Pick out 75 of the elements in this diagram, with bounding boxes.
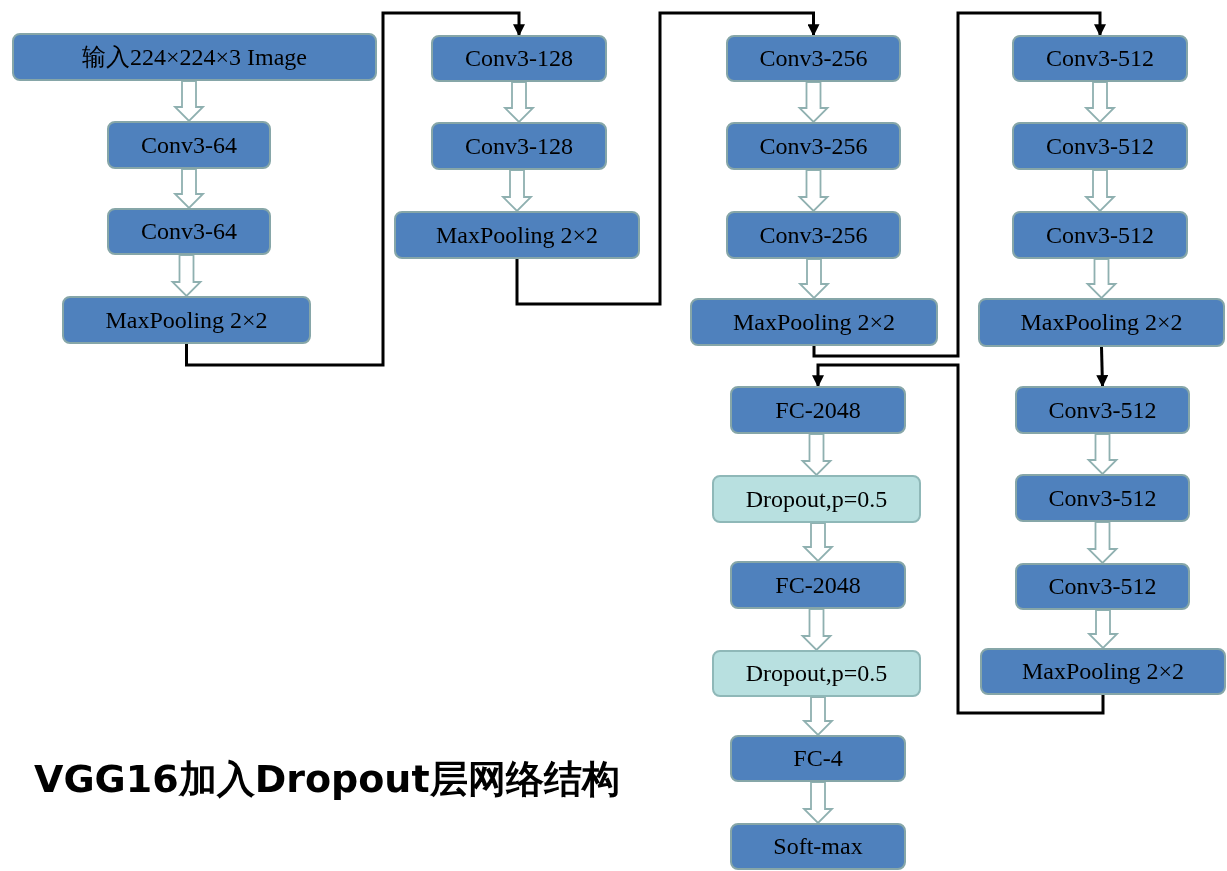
layer-box	[980, 648, 1226, 695]
layer-label: Soft-max	[773, 833, 863, 860]
hollow-arrow	[797, 258, 831, 300]
layer-label: Conv3-512	[1046, 132, 1154, 160]
hollow-arrow	[800, 608, 833, 652]
layer-box	[712, 475, 921, 523]
layer-label: MaxPooling 2×2	[435, 221, 599, 249]
layer-label: Conv3-128	[465, 45, 573, 72]
layer-label: MaxPooling 2×2	[1020, 309, 1183, 336]
hollow-arrow	[500, 169, 534, 213]
layer-box	[431, 122, 607, 170]
connector-arrow	[515, 11, 820, 306]
layer-box	[1012, 35, 1188, 82]
layer-label: Conv3-512	[1046, 45, 1154, 72]
layer-label: Conv3-256	[759, 132, 868, 160]
layer-label: Conv3-128	[465, 132, 573, 160]
layer-box	[107, 208, 271, 255]
connector-arrow	[812, 11, 1106, 358]
layer-label: MaxPooling 2×2	[732, 308, 896, 336]
layer-box	[1015, 563, 1190, 610]
hollow-arrow	[172, 80, 206, 123]
hollow-arrow	[1085, 258, 1118, 300]
hollow-arrow	[800, 433, 833, 477]
layer-label: Conv3-512	[1048, 484, 1157, 512]
layer-label: Dropout,p=0.5	[745, 485, 888, 513]
layer-box	[1012, 211, 1188, 259]
layer-box	[730, 823, 906, 870]
layer-box	[730, 561, 906, 609]
layer-box	[712, 650, 921, 697]
hollow-arrow	[172, 168, 206, 210]
layer-box	[431, 35, 607, 82]
layer-label: FC-2048	[775, 571, 861, 599]
layer-box	[730, 735, 906, 782]
layer-label: Conv3-512	[1046, 221, 1154, 249]
layer-label: Conv3-512	[1048, 573, 1157, 600]
layer-label: Conv3-256	[759, 45, 868, 72]
hollow-arrow	[1083, 169, 1117, 213]
hollow-arrow	[801, 781, 835, 825]
layer-label: Dropout,p=0.5	[745, 660, 888, 687]
layer-box	[978, 298, 1225, 347]
hollow-arrow	[1086, 521, 1119, 565]
layer-box	[107, 121, 271, 169]
layer-box	[1012, 122, 1188, 170]
hollow-arrow	[1086, 609, 1120, 650]
layer-label: MaxPooling 2×2	[105, 306, 268, 334]
connector-arrow	[185, 11, 525, 367]
layer-label: Conv3-64	[141, 131, 237, 159]
connector-arrow	[812, 363, 1105, 715]
connector-arrow	[1096, 346, 1109, 388]
layer-label: 输入224×224×3 Image	[81, 43, 307, 71]
layer-box	[726, 122, 901, 170]
layer-box	[690, 298, 938, 346]
hollow-arrow	[797, 81, 830, 124]
hollow-arrow	[1086, 433, 1119, 476]
layer-box	[726, 211, 901, 259]
layer-box	[1015, 474, 1190, 522]
layer-box	[726, 35, 901, 82]
layer-label: MaxPooling 2×2	[1021, 658, 1185, 685]
layer-label: Conv3-256	[759, 221, 868, 249]
layer-box	[730, 386, 906, 434]
layer-label: FC-2048	[775, 396, 861, 424]
hollow-arrow	[797, 169, 830, 213]
hollow-arrow	[801, 696, 835, 737]
layer-box	[1015, 386, 1190, 434]
hollow-arrow	[1083, 81, 1117, 124]
hollow-arrow	[801, 522, 835, 563]
layer-label: FC-4	[793, 745, 843, 772]
layer-label: Conv3-512	[1048, 396, 1157, 424]
diagram-title: VGG16加入Dropout层网络结构	[34, 756, 620, 803]
layer-label: Conv3-64	[141, 218, 237, 245]
hollow-arrow	[170, 254, 203, 298]
layer-box	[394, 211, 640, 259]
layer-box	[62, 296, 311, 344]
layer-box	[12, 33, 377, 81]
hollow-arrow	[502, 81, 536, 124]
